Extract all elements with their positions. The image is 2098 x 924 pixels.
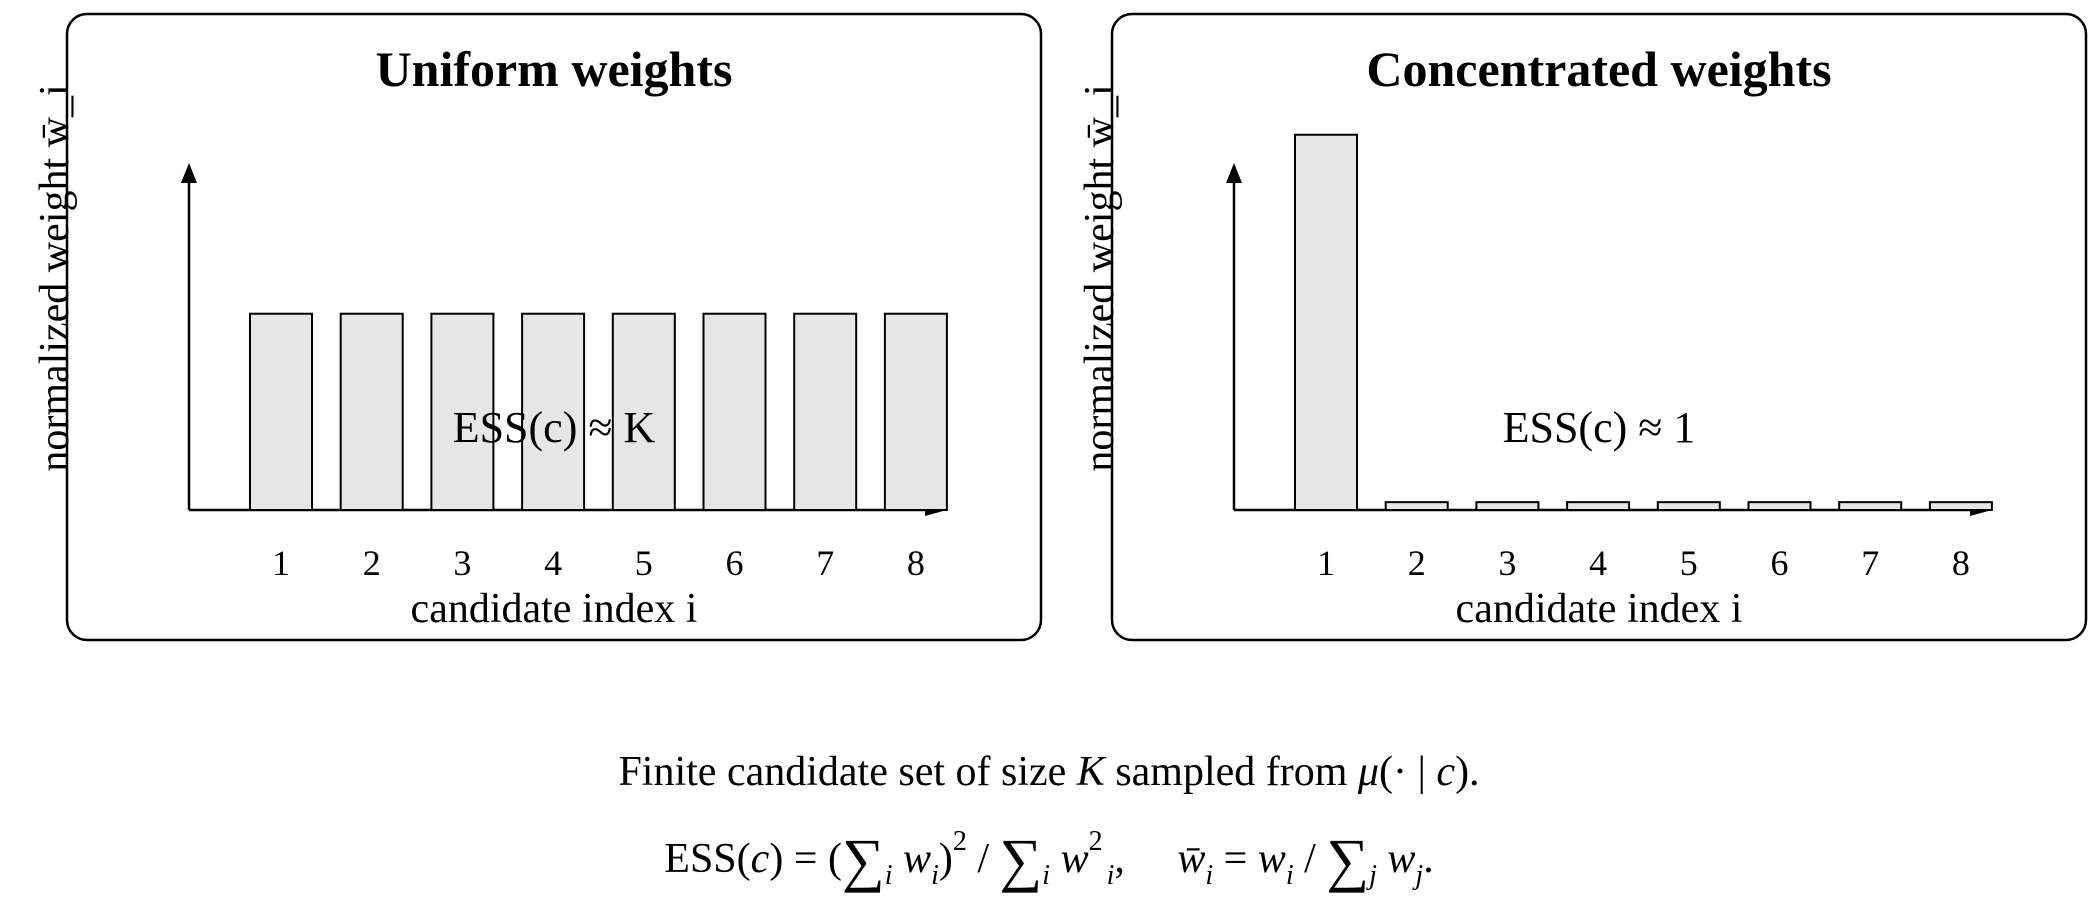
x-axis-label: candidate index i (1456, 586, 1743, 632)
f: = (1213, 836, 1258, 882)
sum-symbol: ∑ (841, 827, 885, 893)
f: 2 (952, 826, 967, 857)
panel-title: Concentrated weights (1366, 41, 1831, 97)
f: / (966, 836, 1000, 882)
caption-text: (· | (1379, 749, 1437, 795)
f: c (750, 836, 770, 882)
f: ESS( (664, 836, 751, 882)
x-tick-label: 3 (453, 543, 471, 583)
f: i (884, 860, 893, 891)
caption-c: c (1436, 749, 1456, 795)
bar (1928, 501, 1993, 512)
x-tick-label: 6 (726, 543, 744, 583)
f: w (1257, 836, 1286, 882)
caption-line-2-formula: ESS(c) = (∑i wi)2 / ∑i w2i, w̄i = wi / ∑… (0, 826, 2098, 895)
f: i (931, 860, 939, 891)
bar (883, 312, 948, 511)
bar (1838, 501, 1903, 512)
caption-text: sampled from (1104, 749, 1358, 795)
bar (1656, 501, 1721, 512)
bar (1294, 133, 1358, 512)
f: w (903, 836, 932, 882)
f: i (1205, 860, 1214, 891)
bar (1384, 501, 1449, 512)
caption-text: ). (1455, 749, 1480, 795)
x-tick-label: 6 (1771, 543, 1789, 583)
caption-line-1: Finite candidate set of size K sampled f… (0, 748, 2098, 796)
x-tick-label: 3 (1498, 543, 1516, 583)
caption-mu: μ (1357, 749, 1380, 795)
f: j (1369, 860, 1377, 891)
f: . (1423, 836, 1434, 882)
y-axis-arrow-icon (1226, 163, 1242, 183)
x-tick-label: 2 (363, 543, 381, 583)
f: w̄ (1177, 836, 1206, 882)
f: 2 (1088, 826, 1103, 857)
bar (521, 312, 586, 511)
x-tick-label: 7 (816, 543, 834, 583)
caption-K: K (1076, 749, 1105, 795)
x-tick-label: 4 (544, 543, 562, 583)
x-tick-label: 5 (1680, 543, 1698, 583)
y-axis-label: normalized weight w̄_i (32, 84, 78, 471)
x-tick-label: 1 (272, 543, 290, 583)
x-axis-label: candidate index i (411, 586, 698, 632)
f: i (1106, 860, 1115, 891)
f: i (1285, 860, 1294, 891)
y-axis-arrow-icon (181, 163, 197, 183)
x-tick-label: 7 (1861, 543, 1879, 583)
f: j (1415, 860, 1424, 891)
x-tick-label: 8 (907, 543, 925, 583)
bar (611, 312, 676, 511)
sum-symbol: ∑ (999, 827, 1043, 893)
f: ) = ( (769, 836, 842, 882)
x-tick-label: 8 (1952, 543, 1970, 583)
bar (793, 312, 858, 511)
f: / (1293, 836, 1327, 882)
x-tick-label: 4 (1589, 543, 1607, 583)
bar (1566, 501, 1631, 512)
bar (339, 312, 404, 511)
bar (1747, 501, 1812, 512)
y-axis-label: normalized weight w̄_i (1077, 84, 1123, 471)
bar (249, 312, 313, 511)
bar (1475, 501, 1540, 512)
bar (702, 312, 767, 511)
caption-text: Finite candidate set of size (618, 749, 1077, 795)
sum-symbol: ∑ (1326, 827, 1370, 893)
f: , (1114, 836, 1178, 882)
bar (430, 312, 495, 511)
ess-annotation: ESS(c) ≈ K (453, 403, 656, 452)
f: w (1060, 836, 1089, 882)
f: i (1042, 860, 1051, 891)
f: w (1387, 836, 1416, 882)
x-tick-label: 2 (1408, 543, 1426, 583)
f: ) (938, 836, 953, 882)
panel-title: Uniform weights (376, 41, 733, 97)
x-tick-label: 1 (1317, 543, 1335, 583)
x-tick-label: 5 (635, 543, 653, 583)
ess-annotation: ESS(c) ≈ 1 (1503, 403, 1696, 452)
